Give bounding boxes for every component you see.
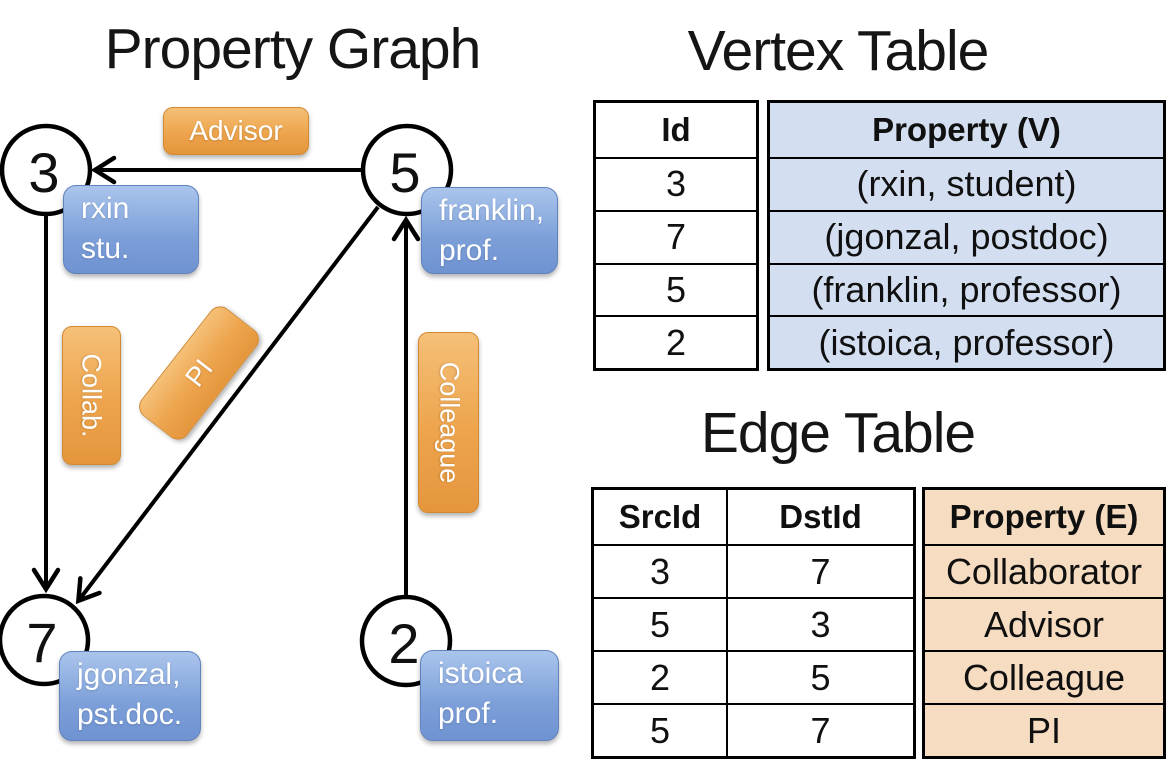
edge-label-pi-text: PI xyxy=(178,353,219,392)
edge-table-property-cell: Collaborator xyxy=(925,544,1163,597)
node-number-3: 3 xyxy=(28,141,59,204)
node-label-2-line2: prof. xyxy=(438,697,499,730)
edge-table-id-columns: SrcId DstId 3 7 5 3 2 5 5 7 xyxy=(591,487,916,759)
vertex-table-header-property: Property (V) xyxy=(872,111,1061,148)
property-graph-canvas: 3 5 7 2 xyxy=(0,123,454,688)
edge-label-colleague-text: Colleague xyxy=(434,361,464,484)
node-label-7-line1: jgonzal, xyxy=(77,658,181,691)
node-label-7: jgonzal, pst.doc. xyxy=(59,651,201,741)
edge-label-advisor-text: Advisor xyxy=(189,115,283,146)
vertex-table-property-cell: (rxin, student) xyxy=(770,157,1163,210)
node-label-2: istoica prof. xyxy=(420,650,559,741)
edge-table-property-cell: Advisor xyxy=(925,597,1163,650)
node-number-7: 7 xyxy=(26,611,57,674)
edge-table-header-row: SrcId DstId xyxy=(594,490,913,544)
vertex-table-id-cell: 5 xyxy=(596,262,756,316)
node-number-2: 2 xyxy=(388,612,419,675)
edge-label-advisor: Advisor xyxy=(163,107,309,155)
edge-table-row: 5 3 xyxy=(594,597,913,650)
vertex-table-header-id: Id xyxy=(661,111,691,148)
node-label-2-line1: istoica xyxy=(438,657,524,690)
edge-table-src-cell: 2 xyxy=(594,652,728,703)
node-label-5: franklin, prof. xyxy=(421,187,558,274)
vertex-table-title: Vertex Table xyxy=(687,19,990,83)
vertex-table-property-cell: (franklin, professor) xyxy=(770,262,1163,316)
vertex-table-id-cell: 2 xyxy=(596,315,756,368)
edge-table-src-cell: 5 xyxy=(594,705,728,756)
edge-table-dst-cell: 7 xyxy=(810,550,831,592)
node-label-7-line2: pst.doc. xyxy=(77,698,183,731)
property-graph-title: Property Graph xyxy=(104,17,482,81)
vertex-table-id-cell: 3 xyxy=(596,157,756,210)
vertex-table-property-column: Property (V) (rxin, student) (jgonzal, p… xyxy=(767,100,1166,371)
node-label-3-line1: rxin xyxy=(81,192,130,225)
vertex-table-id-cell: 7 xyxy=(596,209,756,263)
edge-5-to-7 xyxy=(75,205,380,605)
edge-table-dst-cell: 3 xyxy=(810,603,831,645)
vertex-table-id-column: Id 3 7 5 2 xyxy=(593,100,759,371)
edge-table-header-srcid: SrcId xyxy=(594,490,728,544)
edge-table-header-property: Property (E) xyxy=(949,498,1139,535)
vertex-table-property-cell: (istoica, professor) xyxy=(770,315,1163,368)
edge-table-property-column: Property (E) Collaborator Advisor Collea… xyxy=(922,487,1166,759)
edge-label-collab-text: Collab. xyxy=(77,353,108,438)
edge-table-property-cell: Colleague xyxy=(925,650,1163,703)
node-label-5-line2: prof. xyxy=(439,234,500,267)
edge-table-dst-cell: 5 xyxy=(810,656,831,698)
edge-table-src-cell: 3 xyxy=(594,546,728,597)
edge-label-collab: Collab. xyxy=(62,326,121,465)
edge-table-row: 5 7 xyxy=(594,703,913,756)
edge-table-row: 3 7 xyxy=(594,544,913,597)
edge-table-row: 2 5 xyxy=(594,650,913,703)
edge-table-dst-cell: 7 xyxy=(810,709,831,751)
edge-table-property-cell: PI xyxy=(925,703,1163,756)
edge-table-header-dstid: DstId xyxy=(779,498,862,535)
node-label-3: rxin stu. xyxy=(63,185,199,274)
edge-table-src-cell: 5 xyxy=(594,599,728,650)
edge-table-title: Edge Table xyxy=(700,401,976,465)
node-label-3-line2: stu. xyxy=(81,232,130,265)
node-label-5-line1: franklin, xyxy=(439,194,545,227)
vertex-table-property-cell: (jgonzal, postdoc) xyxy=(770,209,1163,263)
edge-label-colleague: Colleague xyxy=(418,332,479,513)
node-number-5: 5 xyxy=(389,141,420,204)
